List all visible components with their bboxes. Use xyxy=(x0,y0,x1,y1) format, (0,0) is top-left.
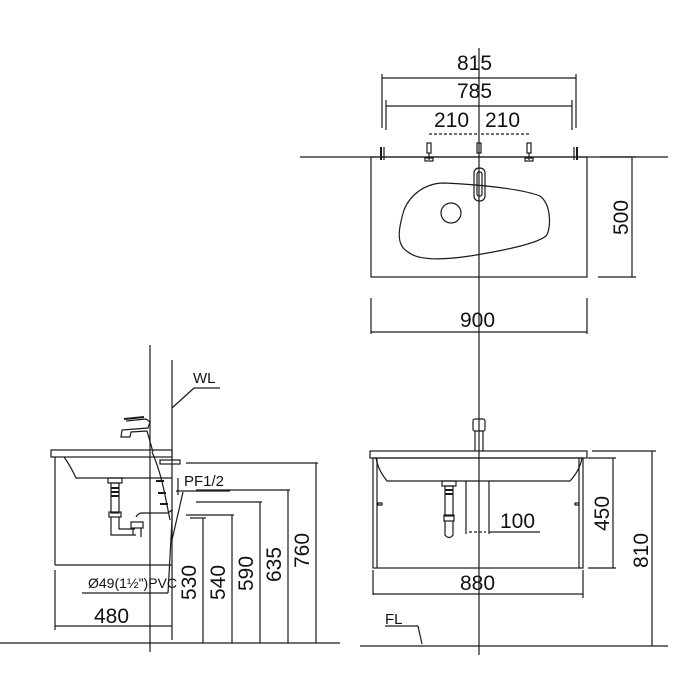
dim-900: 900 xyxy=(460,309,496,332)
dim-450: 450 xyxy=(591,495,615,532)
dim-530: 530 xyxy=(178,564,202,601)
dim-785: 785 xyxy=(457,80,493,103)
front-view xyxy=(360,418,668,647)
floor-line-label: FL xyxy=(385,611,403,628)
dim-210-left: 210 xyxy=(434,109,470,132)
dim-480: 480 xyxy=(94,605,130,628)
dim-880: 880 xyxy=(460,572,496,595)
dim-760: 760 xyxy=(291,532,315,569)
dim-815: 815 xyxy=(457,52,493,75)
dim-590: 590 xyxy=(235,555,259,592)
dim-810: 810 xyxy=(630,532,654,569)
dim-210-right: 210 xyxy=(485,109,521,132)
top-view xyxy=(300,74,668,334)
water-supply-label: PF1/2 xyxy=(184,473,225,490)
dim-500: 500 xyxy=(610,199,634,236)
dim-540: 540 xyxy=(207,564,231,601)
wall-line-label: WL xyxy=(193,370,216,387)
drain-pipe-label: Ø49(1½")PVC xyxy=(88,575,178,591)
dim-100: 100 xyxy=(500,510,536,533)
side-view xyxy=(0,345,340,652)
dim-635: 635 xyxy=(263,546,287,583)
